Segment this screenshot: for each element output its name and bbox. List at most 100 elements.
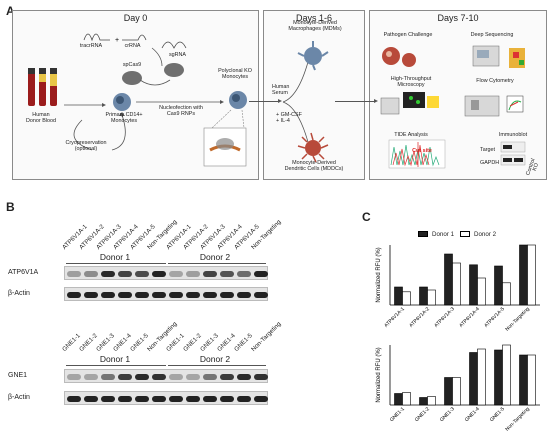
blot-band	[84, 396, 98, 402]
cut-site-label: Cut site	[412, 148, 432, 154]
bottom-actin-row-label: β-Actin	[8, 394, 30, 401]
blot-band	[135, 292, 149, 298]
days7-10-title: Days 7-10	[437, 13, 479, 23]
chart-category-label: GNE1-2	[414, 406, 431, 423]
blot-band	[118, 374, 132, 380]
chart-category-label: ATP6V1A-5	[483, 306, 506, 329]
blot-band	[220, 292, 234, 298]
top-actin-row-label: β-Actin	[8, 290, 30, 297]
flow-cytometer-icon	[464, 95, 524, 117]
chart-bar	[419, 397, 428, 406]
chart-bar	[502, 344, 511, 406]
mddc-icon	[297, 132, 329, 163]
blot-band	[169, 374, 183, 380]
mddc-label: Monocyte-Derived Dendritic Cells (MDDCs)	[284, 160, 344, 173]
blot-band	[203, 396, 217, 402]
chart-category-label: ATP6V1A-2	[408, 306, 431, 329]
mdm-label: Monocyte-Derived Macrophages (MDMs)	[288, 20, 342, 33]
blot-band	[118, 271, 132, 277]
blot-band	[135, 396, 149, 402]
bottom-donor2-line	[168, 365, 266, 366]
chart-bar	[527, 354, 536, 406]
blot-band	[203, 374, 217, 380]
chart-category-label: GNE1-4	[464, 406, 481, 423]
chart-bar	[452, 262, 461, 306]
tide-analysis-label: TIDE Analysis	[394, 132, 428, 138]
svg-text:+: +	[115, 37, 119, 44]
blot-band	[152, 396, 166, 402]
blot-band	[186, 292, 200, 298]
chart-bar	[469, 352, 478, 406]
blot-band	[237, 374, 251, 380]
panel-a-letter: A	[6, 4, 15, 18]
crrna-icon	[122, 34, 147, 41]
blot-band	[101, 396, 115, 402]
human-donor-blood-label: Human Donor Blood	[26, 112, 56, 125]
blot-band	[152, 271, 166, 277]
tracrrna-label: tracrRNA	[79, 43, 103, 49]
bottom-donor1-label: Donor 1	[99, 354, 131, 364]
lane-label: GNE1-4	[112, 332, 133, 353]
blot-band	[67, 374, 81, 380]
chart-bar	[419, 286, 428, 306]
htp-microscopy-label: High-Throughput Microscopy	[390, 76, 432, 89]
chart-bar	[494, 349, 503, 406]
chart-bar	[477, 348, 486, 406]
blot-band	[67, 396, 81, 402]
top-actin-blot-strip	[64, 287, 268, 301]
chart-y-axis-title: Normalized RFU (%)	[376, 247, 382, 302]
blot-band	[84, 292, 98, 298]
legend-donor1-swatch	[418, 231, 428, 237]
chart-category-label: GNE1-3	[439, 406, 456, 423]
lane-label: Non-Targeting	[250, 320, 283, 353]
lane-label: GNE1-2	[78, 332, 99, 353]
chart-bar	[494, 265, 503, 306]
blot-band	[169, 292, 183, 298]
blot-band	[135, 271, 149, 277]
top-donor1-label: Donor 1	[99, 252, 131, 262]
blot-band	[254, 374, 268, 380]
spcas9-label: spCas9	[122, 62, 142, 68]
chart-bar	[519, 354, 528, 406]
blot-band	[186, 396, 200, 402]
chart-bar	[469, 264, 478, 306]
chart-category-label: GNE1-5	[489, 406, 506, 423]
chart-bar	[402, 291, 411, 306]
blot-band	[67, 292, 81, 298]
nucleofection-label: Nucleofection with Cas9 RNPs	[159, 105, 203, 118]
pathogen-icon	[382, 47, 416, 67]
top-donor2-line	[168, 263, 266, 264]
chart-category-label: Non-Targeting	[504, 406, 531, 433]
chart-category-label: Non-Targeting	[504, 306, 531, 333]
chart-bar	[452, 377, 461, 406]
tide-chromatogram-icon	[388, 139, 446, 169]
chart-bar	[502, 282, 511, 306]
blot-band	[237, 292, 251, 298]
gne1-row-label: GNE1	[8, 372, 28, 379]
polyclonal-ko-label: Polyclonal KO Monocytes	[218, 68, 252, 81]
blot-band	[84, 374, 98, 380]
lane-label: GNE1-4	[216, 332, 237, 353]
cas9-icon	[122, 71, 142, 85]
blot-band	[169, 271, 183, 277]
chart-bar	[444, 377, 453, 406]
chart-bar	[394, 286, 403, 306]
cryopreservation-label: Cryopreservation (optional)	[65, 140, 107, 153]
blot-band	[135, 374, 149, 380]
day0-illustration: +	[28, 33, 247, 167]
legend-donor1-text: Donor 1	[432, 231, 455, 238]
blot-band	[169, 396, 183, 402]
lane-label: GNE1-5	[233, 332, 254, 353]
blot-band	[101, 271, 115, 277]
chart-bar	[444, 253, 453, 306]
blot-band	[254, 271, 268, 277]
target-label: Target	[480, 147, 495, 153]
blot-band	[237, 396, 251, 402]
arrow-to-days7-10	[335, 99, 378, 103]
blot-band	[254, 396, 268, 402]
chart-y-axis-title: Normalized RFU (%)	[376, 347, 382, 402]
human-serum-label: Human Serum	[272, 84, 290, 97]
top-donor2-label: Donor 2	[199, 252, 231, 262]
sequencer-icon	[472, 45, 525, 68]
